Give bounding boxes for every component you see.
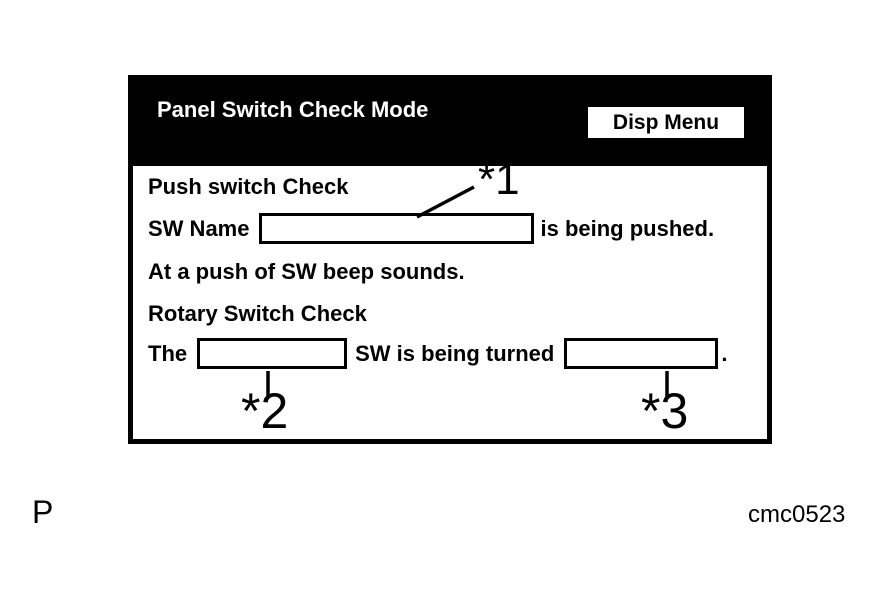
beep-note: At a push of SW beep sounds. [148, 259, 465, 284]
direction-value-box [564, 338, 719, 369]
rotary-status-row: The SW is being turned . [148, 338, 727, 369]
callout-2-label: *2 [241, 383, 289, 439]
rotary-sw-value-box [197, 338, 348, 369]
push-switch-check-heading: Push switch Check [148, 174, 349, 199]
page-corner-label: P [32, 494, 54, 530]
period-label: . [721, 340, 728, 366]
callout-3-label: *3 [641, 383, 689, 439]
the-label: The [148, 340, 188, 366]
rotary-switch-check-heading: Rotary Switch Check [148, 301, 367, 326]
sw-name-value-box [259, 213, 535, 244]
disp-menu-button[interactable]: Disp Menu [588, 107, 744, 138]
turned-label: SW is being turned [355, 340, 555, 366]
screen-header: Panel Switch Check Mode Disp Menu [133, 80, 767, 166]
figure-code: cmc0523 [748, 501, 846, 528]
panel-switch-check-screen: Panel Switch Check Mode Disp Menu Push s… [128, 75, 772, 444]
screen-title: Panel Switch Check Mode [157, 97, 429, 122]
callout-1-label: *1 [478, 155, 520, 204]
sw-name-row: SW Name is being pushed. [148, 213, 714, 244]
pushed-suffix-label: is being pushed. [540, 215, 715, 241]
sw-name-label: SW Name [148, 215, 250, 241]
